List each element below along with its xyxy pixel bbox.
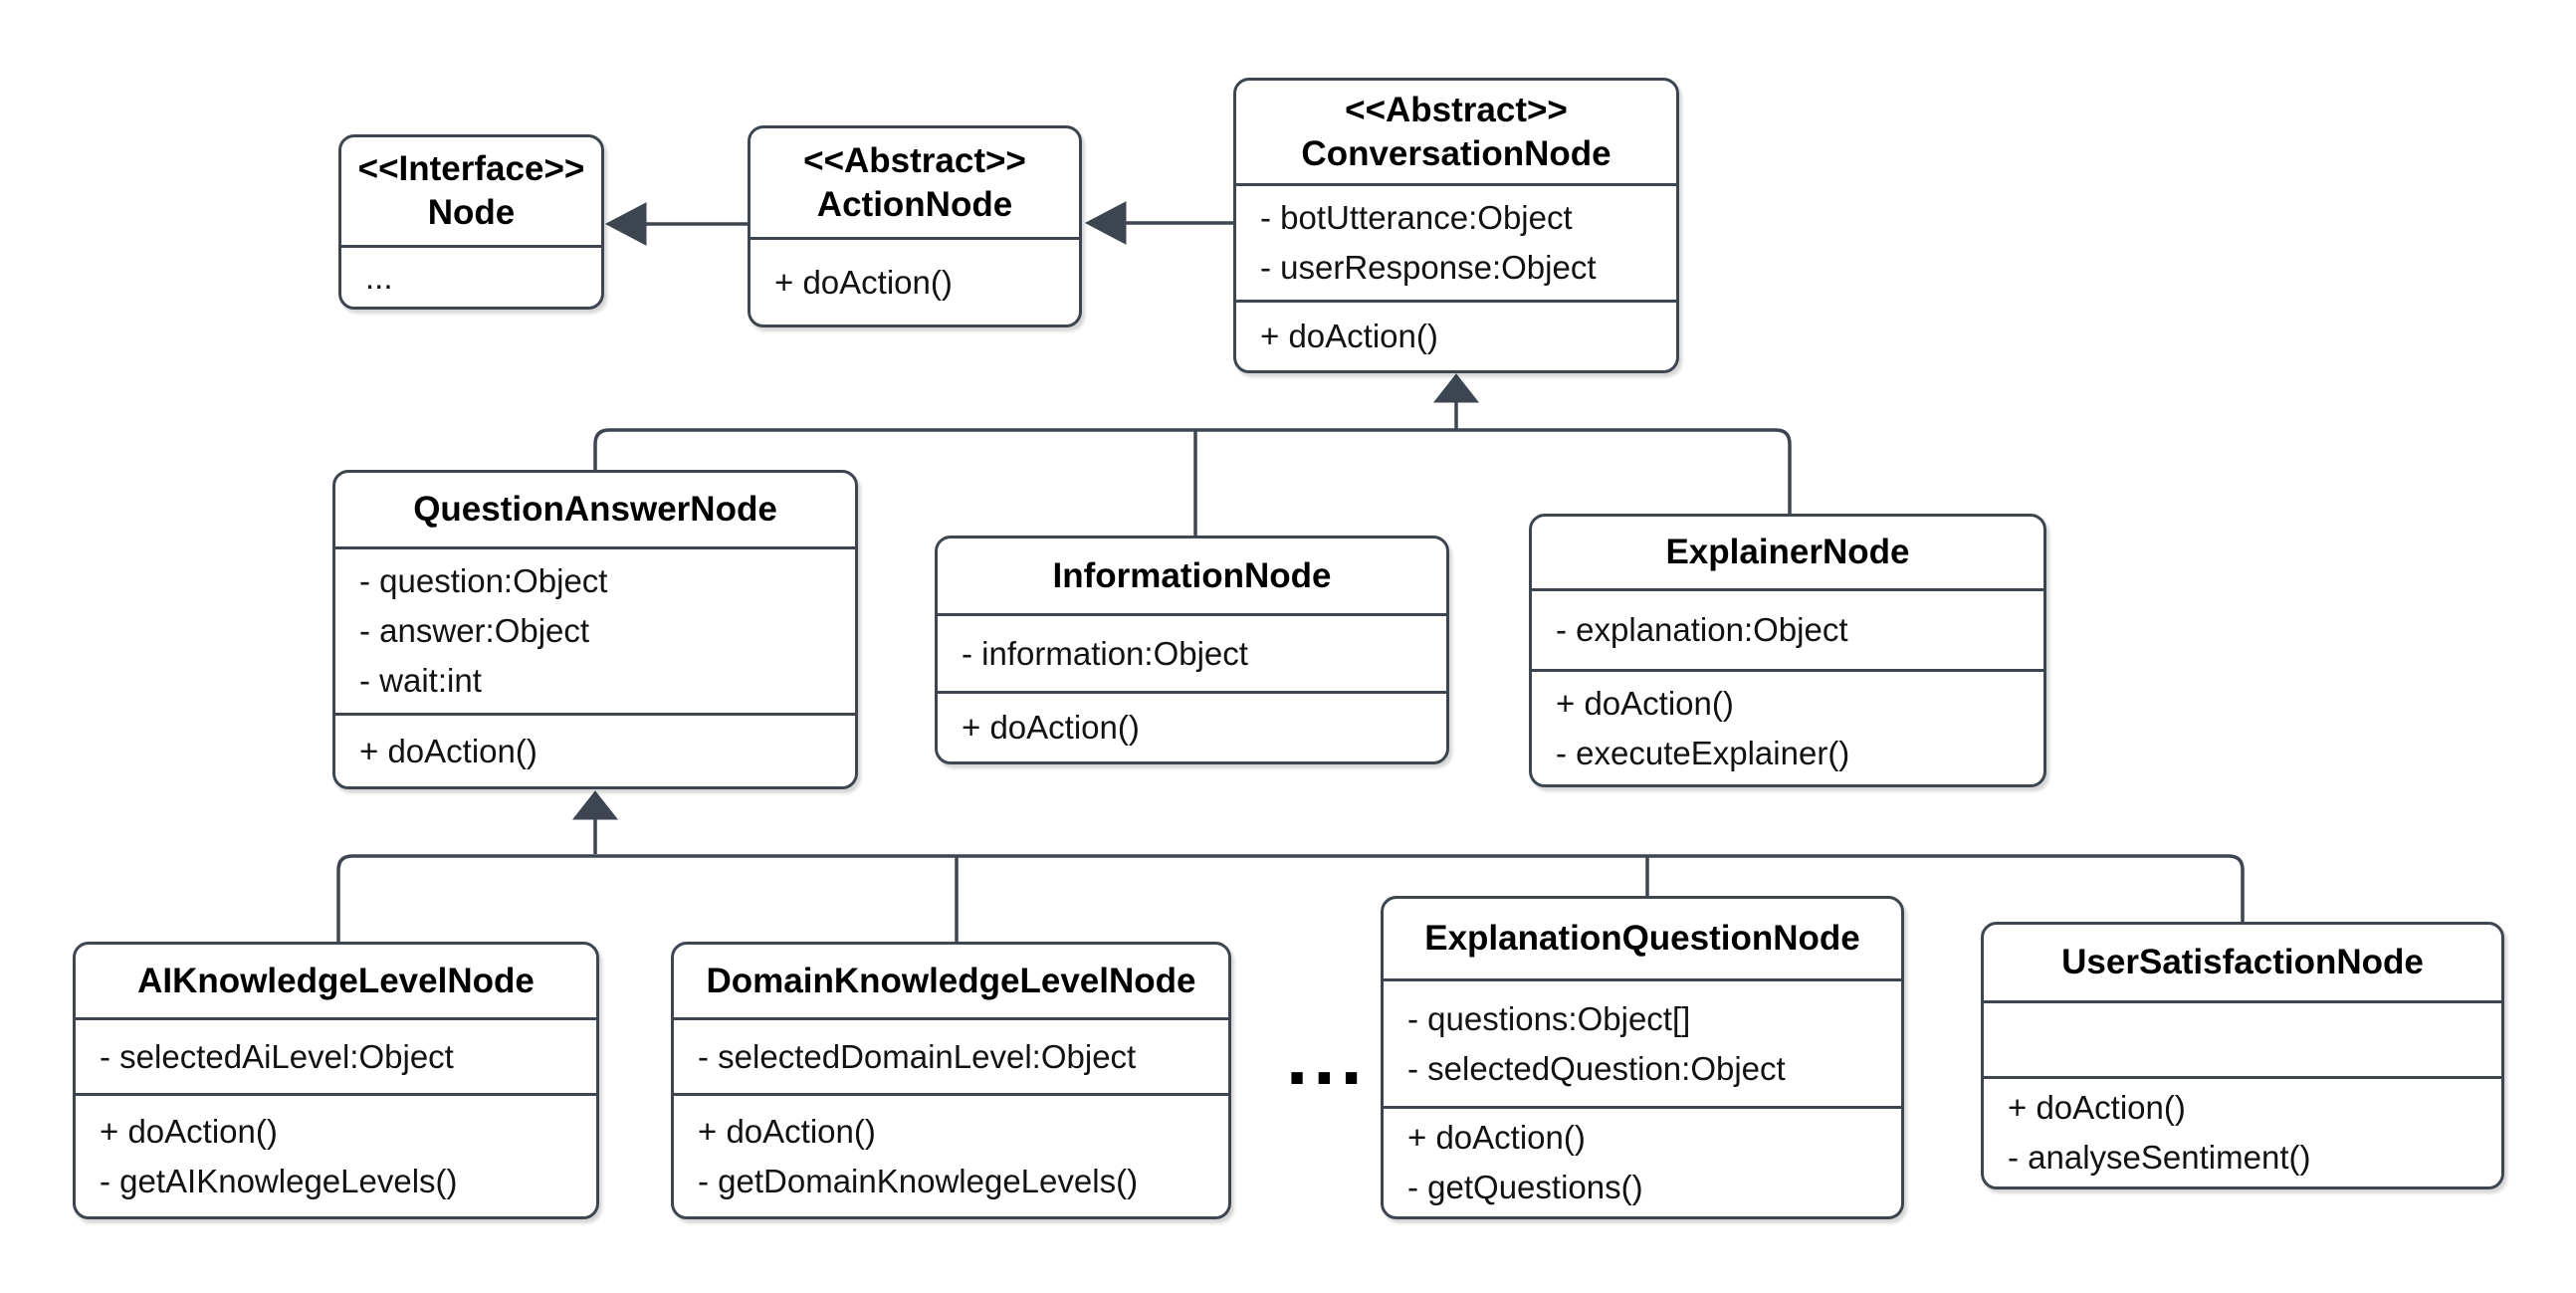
method-line: + doAction() — [1407, 1119, 1586, 1156]
attributes-compartment — [1984, 1000, 2501, 1076]
title-compartment: QuestionAnswerNode — [335, 473, 855, 546]
class-name: ConversationNode — [1301, 133, 1611, 173]
methods-compartment: + doAction() - getAIKnowlegeLevels() — [76, 1093, 596, 1216]
class-name: InformationNode — [1052, 555, 1332, 595]
class-box-aiknowledgelevelnode: AIKnowledgeLevelNode - selectedAiLevel:O… — [73, 942, 599, 1219]
class-box-questionanswernode: QuestionAnswerNode - question:Object - a… — [332, 470, 858, 789]
title-compartment: UserSatisfactionNode — [1984, 925, 2501, 1000]
method-line: - getAIKnowlegeLevels() — [100, 1162, 458, 1199]
attribute-line: - information:Object — [962, 634, 1248, 672]
methods-compartment: + doAction() - executeExplainer() — [1532, 669, 2043, 784]
method-line: + doAction() — [698, 1112, 876, 1150]
class-box-actionnode: <<Abstract>> ActionNode + doAction() — [748, 125, 1082, 327]
attribute-line: - userResponse:Object — [1260, 249, 1597, 286]
attributes-compartment: - information:Object — [938, 613, 1446, 691]
method-line: + doAction() — [774, 263, 953, 301]
title-compartment: AIKnowledgeLevelNode — [76, 945, 596, 1017]
method-line: - analyseSentiment() — [2008, 1139, 2311, 1176]
attributes-compartment: - botUtterance:Object - userResponse:Obj… — [1236, 183, 1676, 300]
class-name: DomainKnowledgeLevelNode — [706, 961, 1196, 1000]
title-compartment: <<Interface>> Node — [341, 137, 601, 245]
class-box-informationnode: InformationNode - information:Object + d… — [935, 536, 1449, 764]
methods-compartment: + doAction() — [938, 691, 1446, 761]
attribute-line: - selectedDomainLevel:Object — [698, 1037, 1137, 1075]
method-line: + doAction() — [2008, 1089, 2186, 1126]
title-compartment: ExplanationQuestionNode — [1384, 899, 1901, 978]
attribute-line: - questions:Object[] — [1407, 999, 1691, 1037]
class-stereotype: <<Abstract>> — [1345, 90, 1568, 129]
class-name: ActionNode — [816, 184, 1013, 224]
attribute-line: - question:Object — [359, 562, 608, 599]
title-compartment: <<Abstract>> ConversationNode — [1236, 81, 1676, 183]
class-stereotype: <<Abstract>> — [803, 140, 1026, 180]
attributes-compartment: - question:Object - answer:Object - wait… — [335, 546, 855, 713]
methods-compartment: + doAction() - analyseSentiment() — [1984, 1076, 2501, 1186]
attribute-line: - answer:Object — [359, 612, 590, 649]
class-box-domainknowledgelevelnode: DomainKnowledgeLevelNode - selectedDomai… — [671, 942, 1231, 1219]
attribute-line: - botUtterance:Object — [1260, 199, 1573, 236]
class-box-explainernode: ExplainerNode - explanation:Object + doA… — [1529, 514, 2046, 787]
attribute-line: - explanation:Object — [1556, 611, 1848, 648]
method-line: - getDomainKnowlegeLevels() — [698, 1162, 1139, 1199]
attribute-line: - selectedQuestion:Object — [1407, 1049, 1786, 1087]
edge-bus-conversation-children — [593, 428, 1792, 514]
class-box-usersatisfactionnode: UserSatisfactionNode + doAction() - anal… — [1981, 922, 2504, 1189]
class-name: ExplanationQuestionNode — [1424, 919, 1860, 958]
attribute-line: - wait:int — [359, 662, 482, 699]
method-line: + doAction() — [100, 1112, 278, 1150]
method-line: + doAction() — [359, 732, 537, 769]
title-compartment: <<Abstract>> ActionNode — [751, 128, 1079, 237]
class-box-conversationnode: <<Abstract>> ConversationNode - botUtter… — [1233, 78, 1679, 373]
methods-compartment: + doAction() - getQuestions() — [1384, 1106, 1901, 1216]
methods-compartment: + doAction() — [335, 713, 855, 786]
arrowhead-left-icon — [604, 202, 647, 246]
methods-compartment: + doAction() - getDomainKnowlegeLevels() — [674, 1093, 1228, 1216]
class-box-explanationquestionnode: ExplanationQuestionNode - questions:Obje… — [1381, 896, 1904, 1219]
attributes-compartment: ... — [341, 245, 601, 307]
method-line: - executeExplainer() — [1556, 734, 1850, 771]
inheritance-triangle-up-icon — [1432, 373, 1480, 403]
method-line: + doAction() — [1556, 684, 1734, 722]
class-name: Node — [427, 193, 516, 232]
methods-compartment: + doAction() — [751, 237, 1079, 324]
attributes-compartment: - explanation:Object — [1532, 588, 2043, 669]
inheritance-triangle-up-icon — [571, 790, 619, 820]
method-line: + doAction() — [1260, 318, 1438, 354]
methods-compartment: + doAction() — [1236, 300, 1676, 370]
title-compartment: ExplainerNode — [1532, 517, 2043, 588]
class-name: AIKnowledgeLevelNode — [137, 961, 535, 1000]
attribute-line: ... — [365, 258, 393, 296]
ellipsis-more-classes: ... — [1286, 1012, 1368, 1101]
class-stereotype: <<Interface>> — [357, 149, 585, 188]
arrowhead-left-icon — [1084, 201, 1127, 245]
attributes-compartment: - selectedAiLevel:Object — [76, 1017, 596, 1093]
class-name: ExplainerNode — [1665, 533, 1910, 571]
edge-bus-questionanswer-children — [336, 854, 2245, 942]
method-line: + doAction() — [962, 709, 1140, 746]
title-compartment: InformationNode — [938, 539, 1446, 613]
class-name: UserSatisfactionNode — [2061, 943, 2424, 981]
attributes-compartment: - selectedDomainLevel:Object — [674, 1017, 1228, 1093]
class-name: QuestionAnswerNode — [413, 490, 777, 529]
title-compartment: DomainKnowledgeLevelNode — [674, 945, 1228, 1017]
attribute-line: - selectedAiLevel:Object — [100, 1037, 454, 1075]
class-box-node: <<Interface>> Node ... — [338, 134, 604, 310]
attributes-compartment: - questions:Object[] - selectedQuestion:… — [1384, 978, 1901, 1106]
method-line: - getQuestions() — [1407, 1169, 1643, 1205]
